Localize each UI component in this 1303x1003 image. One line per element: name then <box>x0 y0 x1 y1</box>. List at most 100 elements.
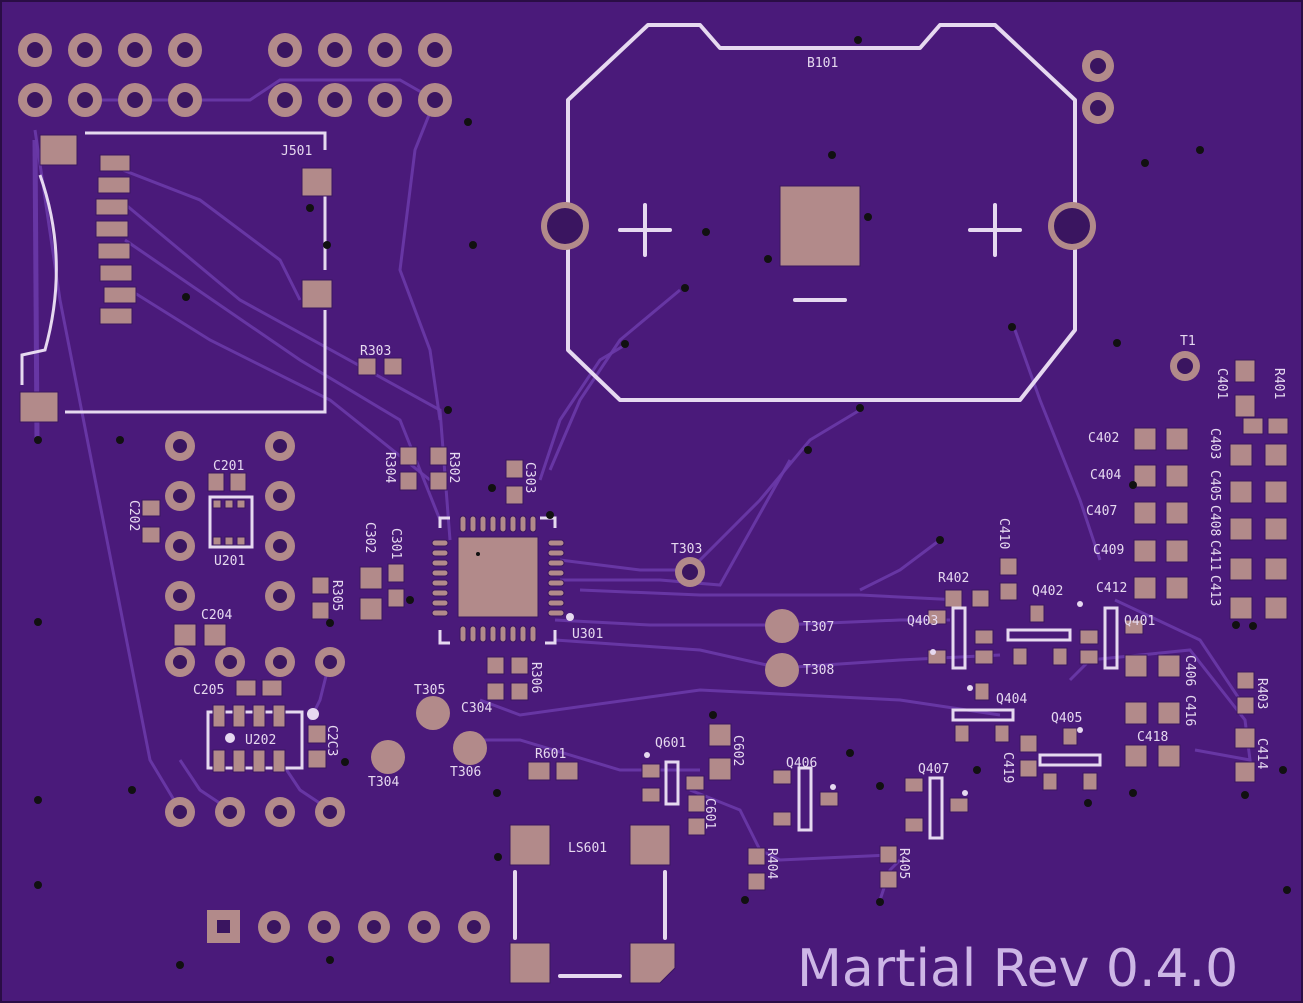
sd-card-j501 <box>19 131 333 423</box>
qfn-pad <box>459 625 467 643</box>
via <box>1129 481 1137 489</box>
label-u201: U201 <box>214 554 245 569</box>
qfn-pad <box>547 569 565 577</box>
via <box>702 228 710 236</box>
via <box>406 596 414 604</box>
label-q405: Q405 <box>1051 711 1082 726</box>
via <box>469 241 477 249</box>
label-c416: C416 <box>1182 695 1197 726</box>
via <box>764 255 772 263</box>
label-c302: C302 <box>362 522 377 553</box>
via <box>828 151 836 159</box>
via <box>876 782 884 790</box>
driver-section <box>747 766 969 891</box>
label-c419: C419 <box>1000 752 1015 783</box>
label-c204: C204 <box>201 608 232 623</box>
label-r601: R601 <box>535 747 566 762</box>
via <box>1008 323 1016 331</box>
via <box>973 766 981 774</box>
via <box>1084 799 1092 807</box>
plus-icon <box>968 203 1022 257</box>
qfn-pad <box>519 515 527 533</box>
qfn-pad <box>499 515 507 533</box>
plus-icon <box>618 203 672 257</box>
label-c201: C201 <box>213 459 244 474</box>
via <box>444 406 452 414</box>
label-c205: C205 <box>193 683 224 698</box>
qfn-pad <box>547 549 565 557</box>
test-points <box>371 351 1200 774</box>
label-c414: C414 <box>1254 738 1269 769</box>
trace-layer <box>32 78 1252 901</box>
qfn-pad <box>529 625 537 643</box>
header-pins-right <box>1082 50 1114 124</box>
qfn-pad <box>509 625 517 643</box>
u202-area <box>165 623 345 827</box>
label-r402: R402 <box>938 571 969 586</box>
pin1-markers <box>566 601 1083 796</box>
via <box>936 536 944 544</box>
via-layer <box>34 36 1291 969</box>
label-r303: R303 <box>360 344 391 359</box>
via <box>709 711 717 719</box>
via <box>306 204 314 212</box>
label-r306: R306 <box>528 662 543 693</box>
via <box>326 619 334 627</box>
label-r401: R401 <box>1271 368 1286 399</box>
label-c402: C402 <box>1088 431 1119 446</box>
label-q401: Q401 <box>1124 614 1155 629</box>
via <box>341 758 349 766</box>
qfn-pad <box>529 515 537 533</box>
label-q407: Q407 <box>918 762 949 777</box>
label-c304: C304 <box>461 701 492 716</box>
via <box>488 484 496 492</box>
via <box>681 284 689 292</box>
label-q601: Q601 <box>655 736 686 751</box>
label-c407: C407 <box>1086 504 1117 519</box>
label-q402: Q402 <box>1032 584 1063 599</box>
label-c404: C404 <box>1090 468 1121 483</box>
qfn-pad <box>431 599 449 607</box>
label-t308: T308 <box>803 663 834 678</box>
label-c411: C411 <box>1207 540 1222 571</box>
board-title: Martial Rev 0.4.0 <box>797 939 1238 999</box>
via <box>864 213 872 221</box>
via <box>854 36 862 44</box>
label-q404: Q404 <box>996 692 1027 707</box>
qfn-pad <box>499 625 507 643</box>
label-r302: R302 <box>446 452 461 483</box>
label-c401: C401 <box>1214 368 1229 399</box>
audio-section <box>509 723 732 984</box>
qfn-pad <box>489 515 497 533</box>
qfn-pad <box>459 515 467 533</box>
qfn-pad <box>489 625 497 643</box>
qfn-pad <box>431 539 449 547</box>
label-c408: C408 <box>1207 505 1222 536</box>
label-t307: T307 <box>803 620 834 635</box>
label-b101: B101 <box>807 56 838 71</box>
via <box>1113 339 1121 347</box>
label-c412: C412 <box>1096 581 1127 596</box>
label-t1: T1 <box>1180 334 1196 349</box>
via <box>804 446 812 454</box>
label-c202: C202 <box>126 500 141 531</box>
label-c301: C301 <box>388 528 403 559</box>
label-c602: C602 <box>730 735 745 766</box>
label-r403: R403 <box>1254 678 1269 709</box>
via <box>326 956 334 964</box>
via <box>116 436 124 444</box>
label-c303: C303 <box>522 462 537 493</box>
header-pins-top <box>18 33 452 117</box>
via <box>546 511 554 519</box>
qfn-pad <box>547 599 565 607</box>
qfn-pad <box>479 625 487 643</box>
via <box>34 881 42 889</box>
label-c409: C409 <box>1093 543 1124 558</box>
via <box>34 436 42 444</box>
via <box>493 789 501 797</box>
label-r405: R405 <box>896 848 911 879</box>
qfn-pad <box>431 579 449 587</box>
via <box>176 961 184 969</box>
via <box>1279 766 1287 774</box>
label-c405: C405 <box>1207 470 1222 501</box>
